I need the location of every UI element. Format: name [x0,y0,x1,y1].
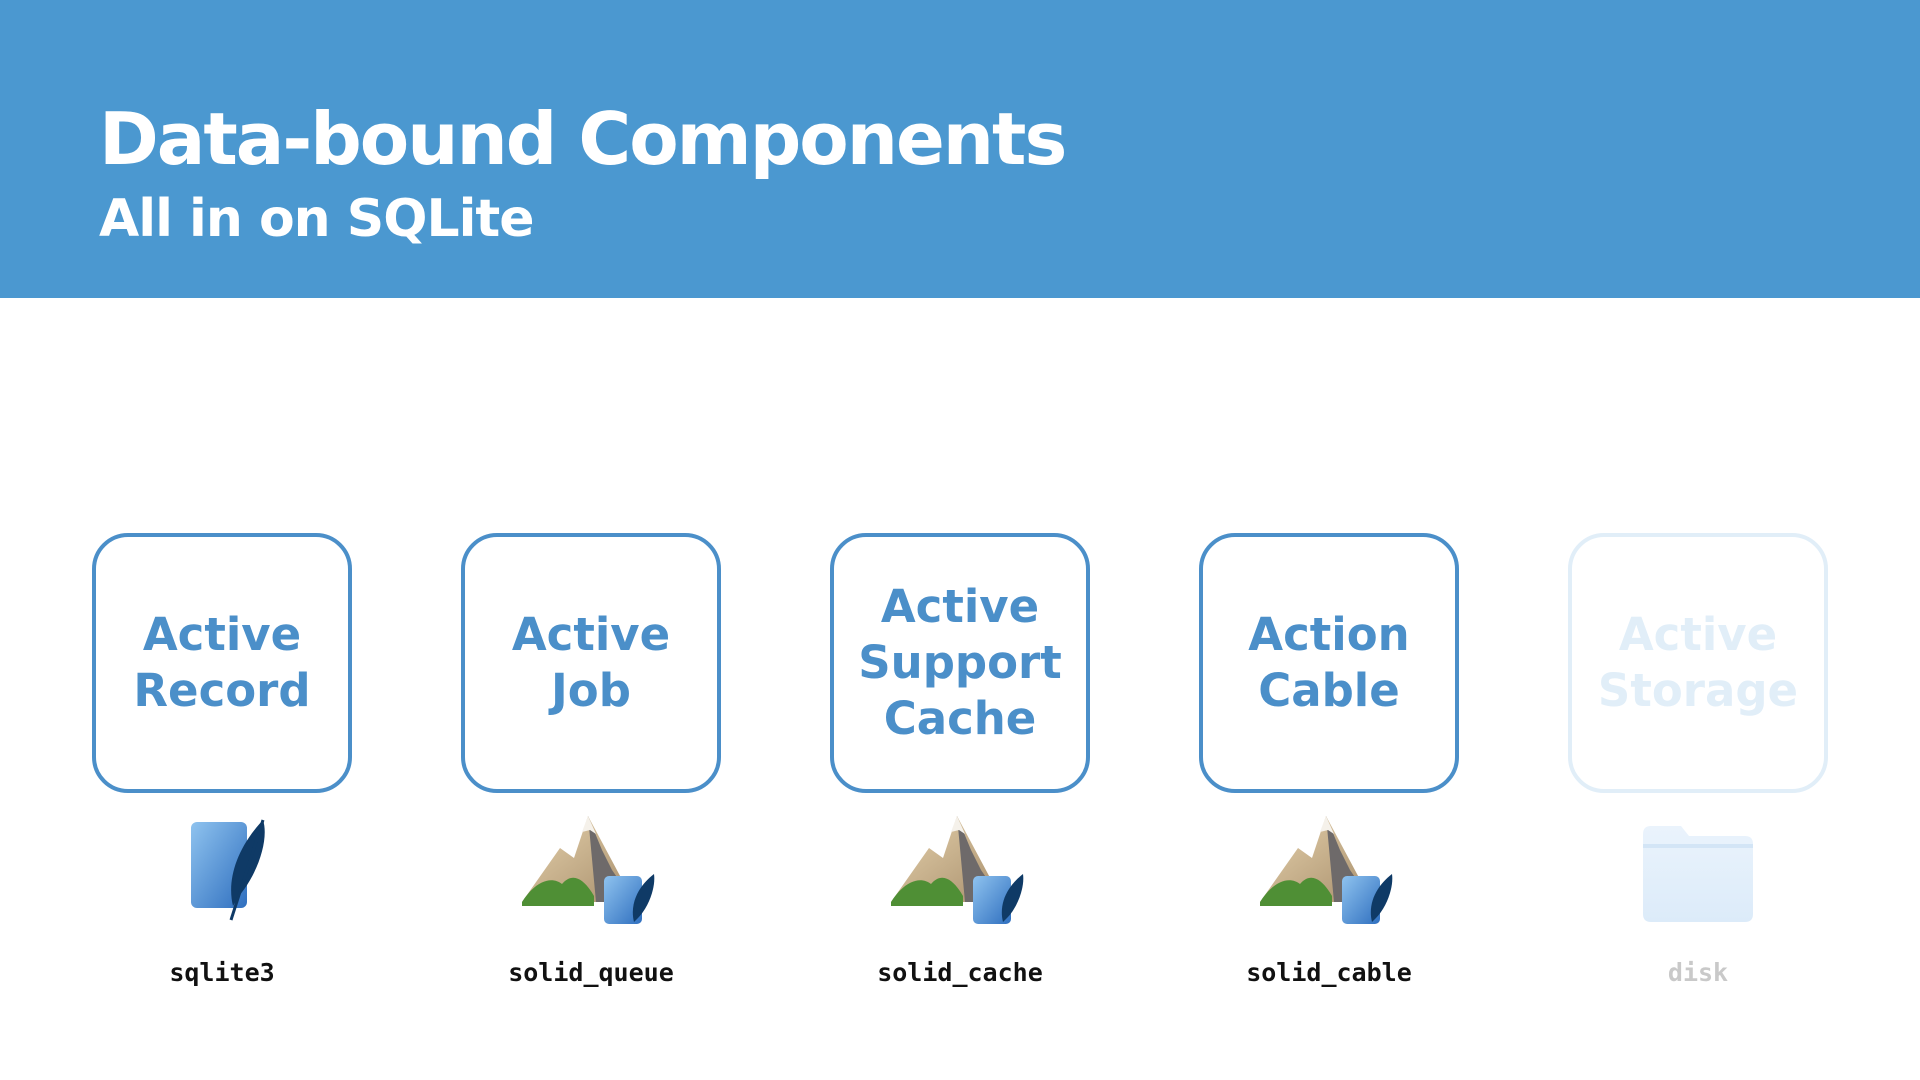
adapter-name: solid_queue [508,958,674,987]
adapter-name: disk [1667,958,1729,987]
component-active-storage: Active Storage disk [1568,533,1828,987]
component-active-job: Active Job solid_queue [461,533,721,987]
mountain-sqlite-icon [891,816,1024,924]
component-active-support-cache: Active Support Cache solid_cache [830,533,1090,987]
component-box: Active Record [92,533,352,793]
component-action-cable: Action Cable solid_cable [1199,533,1459,987]
page-subtitle: All in on SQLite [99,189,535,249]
adapter-name: solid_cache [877,958,1043,987]
header-banner: Data-bound Components All in on SQLite [0,0,1920,298]
component-box: Active Storage [1568,533,1828,793]
component-label: Active Storage [1597,608,1799,717]
component-label: Active Record [133,608,311,717]
component-box: Active Support Cache [830,533,1090,793]
component-box: Action Cable [1199,533,1459,793]
mountain-sqlite-icon [1260,816,1393,924]
adapter-name: sqlite3 [169,958,275,987]
folder-icon [1643,826,1753,922]
component-active-record: Active Record sqlite3 [92,533,352,987]
component-box: Active Job [461,533,721,793]
page-title: Data-bound Components [99,97,1067,181]
component-label: Active Job [511,608,671,717]
mountain-sqlite-icon [522,816,655,924]
component-label: Active Support Cache [858,580,1062,745]
sqlite-feather-icon [191,819,265,921]
adapter-name: solid_cable [1246,958,1412,987]
component-label: Action Cable [1248,608,1410,717]
